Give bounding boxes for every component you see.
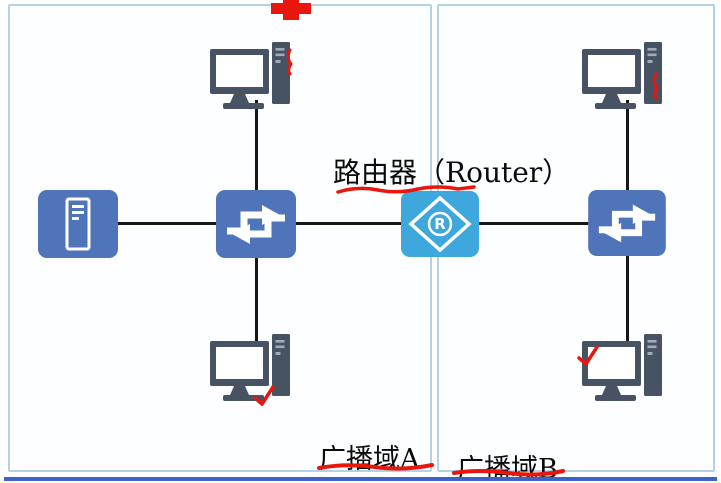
link-server-switch-a bbox=[108, 222, 223, 225]
switch-icon bbox=[216, 190, 296, 258]
red-underline-domain-b bbox=[452, 467, 566, 478]
broadcast-domain-b-panel bbox=[437, 4, 715, 472]
red-underline-router bbox=[336, 183, 476, 195]
red-cross-icon bbox=[271, 0, 311, 20]
computer-icon bbox=[208, 332, 303, 410]
router-icon: R bbox=[401, 191, 479, 257]
red-mark-pc-a-bottom bbox=[252, 384, 276, 407]
link-router-switch-b bbox=[472, 222, 594, 225]
server-icon bbox=[38, 190, 118, 258]
red-mark-pc-a-top bbox=[282, 48, 298, 76]
router-label: 路由器（Router） bbox=[333, 156, 571, 189]
router-glyph: R bbox=[434, 215, 446, 233]
bottom-blue-rule bbox=[4, 477, 717, 481]
switch-icon bbox=[588, 190, 666, 256]
link-pc-b-top-switch-b bbox=[626, 100, 629, 196]
link-switch-a-pc-a-bottom bbox=[255, 252, 258, 348]
computer-icon bbox=[580, 40, 675, 118]
red-underline-domain-a bbox=[317, 461, 435, 472]
computer-icon bbox=[208, 40, 303, 118]
red-mark-pc-b-bottom bbox=[576, 344, 600, 367]
link-switch-a-router bbox=[288, 222, 408, 225]
link-switch-b-pc-b-bottom bbox=[626, 252, 629, 348]
computer-icon bbox=[580, 332, 675, 410]
red-mark-pc-b-top bbox=[648, 72, 664, 100]
link-pc-a-top-switch-a bbox=[255, 100, 258, 196]
